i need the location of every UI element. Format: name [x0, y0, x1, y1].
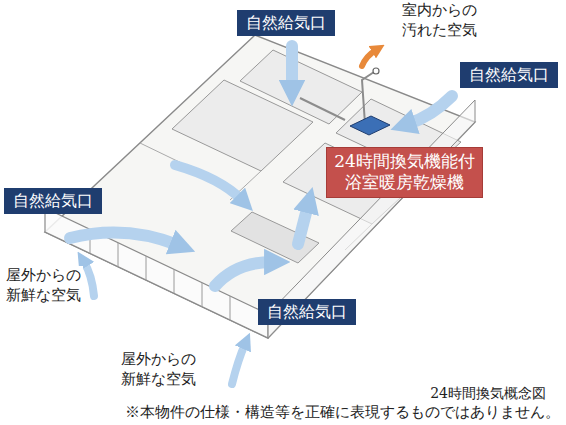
window-line	[174, 269, 175, 293]
ventilation-unit	[350, 116, 390, 135]
side-wall	[268, 100, 475, 338]
node-text: 自然給気口	[267, 301, 347, 323]
airflow-arrow	[215, 262, 272, 286]
node-text: 自然給気口	[13, 190, 93, 212]
floor-slab	[45, 35, 475, 338]
node-text: 自然給気口	[246, 12, 326, 34]
duct-line	[300, 98, 345, 120]
outside-air-arrow	[232, 344, 245, 384]
inlet-box: 自然給気口	[460, 62, 558, 88]
air-label: 屋外からの 新鮮な空気	[118, 350, 198, 389]
inlet-box: 自然給気口	[258, 299, 356, 325]
window-line	[230, 296, 231, 320]
outside-air-arrow	[84, 262, 94, 296]
air-label: 屋外からの 新鮮な空気	[3, 266, 83, 305]
window-line	[202, 283, 203, 307]
inlet-box: 自然給気口	[237, 10, 335, 36]
airflow-arrow	[286, 46, 298, 88]
room-block	[240, 50, 362, 124]
airflow-arrow	[408, 96, 452, 124]
duct-outlet	[373, 68, 379, 74]
exhaust-arrow	[362, 50, 376, 66]
airflow-arrow	[70, 232, 178, 245]
note-text: ※本物件の仕様・構造等を正確に表現するものではありません。	[125, 403, 560, 423]
air-label: 室内からの 汚れた空気	[398, 1, 480, 40]
node-text: 自然給気口	[469, 64, 549, 86]
window-line	[146, 256, 147, 280]
inlet-box: 自然給気口	[4, 188, 102, 214]
unit-box: 24時間換気機能付 浴室暖房乾燥機	[326, 147, 483, 198]
window-line	[118, 243, 119, 267]
node-text: 24時間換気機能付 浴室暖房乾燥機	[333, 151, 476, 194]
caption-text: 24時間換気概念図	[430, 384, 546, 402]
airflow-arrow	[175, 165, 242, 200]
airflow-arrow	[298, 205, 308, 244]
